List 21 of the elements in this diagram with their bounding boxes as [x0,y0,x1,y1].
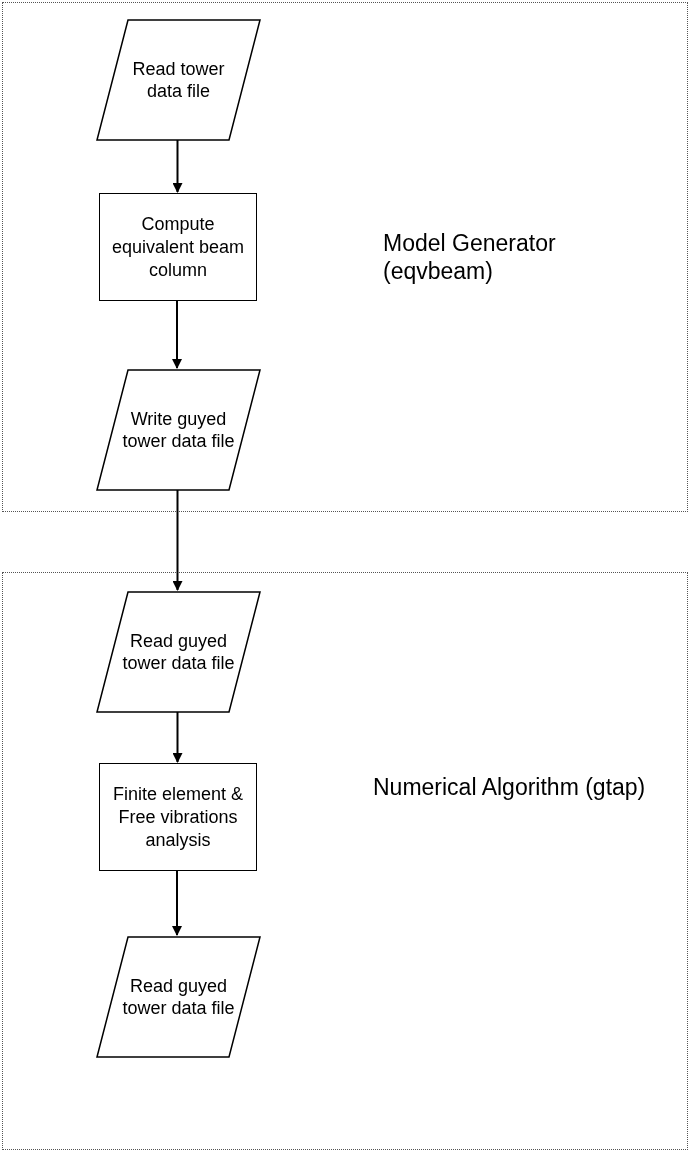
group-frame [2,2,688,512]
arrow [172,869,182,936]
node-text: Read guyed tower data file [121,975,236,1019]
node-text: Finite element & Free vibrations analysis [111,782,245,852]
process-box [99,193,257,301]
process-box [99,763,257,871]
arrow [172,139,183,193]
node-text: Read tower data file [131,58,226,102]
arrow [172,489,183,591]
data-parallelogram [96,591,261,713]
group-heading: Model Generator (eqvbeam) [383,229,557,285]
data-parallelogram [96,369,261,491]
node-text: Write guyed tower data file [121,408,236,452]
group-frame [2,572,688,1150]
arrow [172,299,182,369]
data-parallelogram [96,19,261,141]
data-parallelogram [96,936,261,1058]
arrow [172,711,183,763]
group-heading: Numerical Algorithm (gtap) [373,773,647,801]
node-text: Compute equivalent beam column [110,212,246,282]
node-text: Read guyed tower data file [121,630,236,674]
